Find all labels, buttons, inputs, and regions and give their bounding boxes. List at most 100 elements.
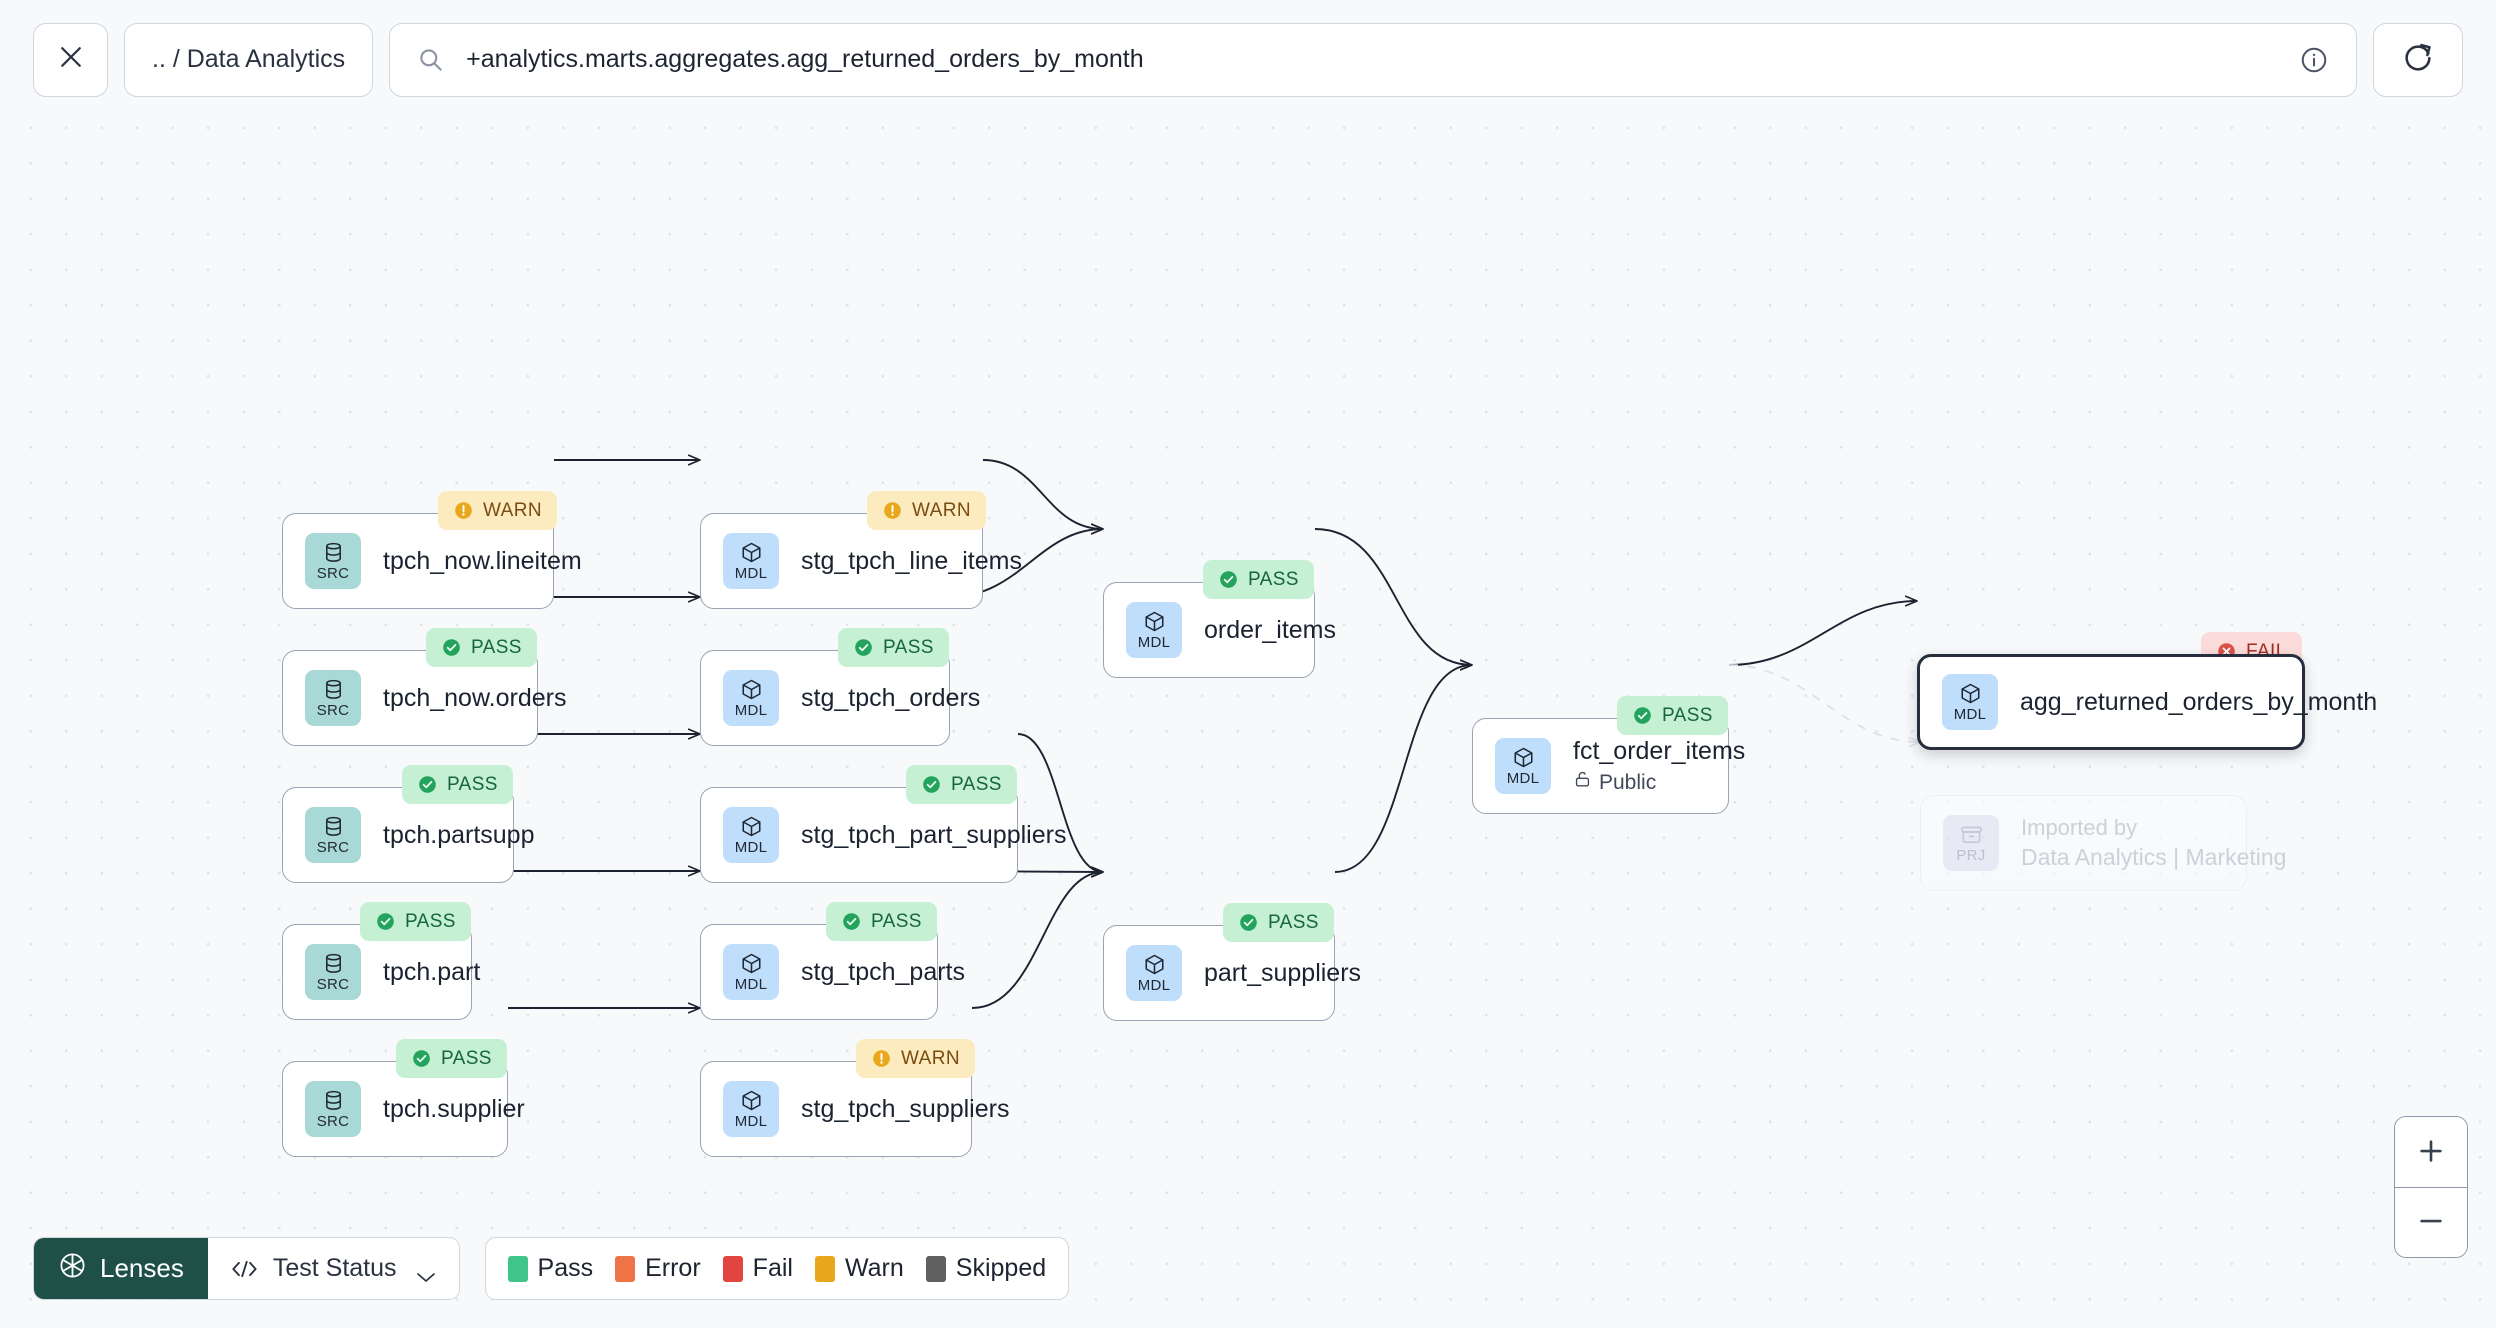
status-badge-stg_part_suppliers: PASS: [906, 765, 1017, 804]
graph-node-order_items[interactable]: MDL order_items: [1103, 582, 1336, 678]
node-type-label: MDL: [734, 839, 768, 856]
node-title: tpch_now.orders: [383, 683, 567, 712]
node-title: tpch.supplier: [383, 1094, 525, 1123]
node-title: stg_tpch_orders: [801, 683, 981, 712]
node-body: stg_tpch_part_suppliers: [801, 821, 1066, 850]
legend-item-skipped[interactable]: Skipped: [925, 1254, 1046, 1283]
plus-icon: [2416, 1136, 2446, 1169]
status-badge-label: PASS: [871, 910, 922, 932]
mdl-type-icon: MDL: [1495, 738, 1551, 794]
pass-icon: [853, 637, 874, 658]
status-badge-stg_parts: PASS: [826, 902, 937, 941]
node-title: tpch.partsupp: [383, 820, 535, 849]
node-type-label: MDL: [1137, 634, 1171, 651]
search-input[interactable]: +analytics.marts.aggregates.agg_returned…: [389, 22, 2357, 97]
legend-item-fail[interactable]: Fail: [722, 1254, 793, 1283]
mdl-type-icon: MDL: [723, 533, 779, 589]
refresh-button[interactable]: [2373, 22, 2463, 97]
legend-label: Fail: [752, 1254, 793, 1282]
mdl-type-icon: MDL: [723, 807, 779, 863]
node-type-label: PRJ: [1956, 847, 1986, 864]
zoom-in-button[interactable]: [2395, 1117, 2467, 1187]
node-title: stg_tpch_suppliers: [801, 1094, 1010, 1123]
pass-icon: [921, 774, 942, 795]
node-title: Imported by: [2021, 815, 2138, 840]
legend-label: Error: [645, 1254, 701, 1282]
legend-swatch: [507, 1255, 528, 1282]
test-status-dropdown[interactable]: Test Status: [207, 1238, 459, 1299]
status-legend: Pass Error Fail Warn Skipped: [484, 1237, 1070, 1300]
warn-icon: [871, 1048, 892, 1069]
node-type-label: MDL: [1506, 770, 1540, 787]
status-badge-src_orders: PASS: [426, 628, 537, 667]
node-title: part_suppliers: [1204, 958, 1362, 987]
node-body: stg_tpch_suppliers: [801, 1094, 1010, 1124]
legend-swatch: [814, 1255, 835, 1282]
prj-type-icon: PRJ: [1943, 815, 1999, 871]
node-type-label: SRC: [316, 839, 350, 856]
node-body: order_items: [1204, 616, 1336, 645]
pass-icon: [411, 1048, 432, 1069]
status-badge-src_supplier: PASS: [396, 1039, 507, 1078]
graph-node-src_orders[interactable]: SRC tpch_now.orders: [282, 650, 567, 746]
pass-icon: [1238, 912, 1259, 933]
close-button[interactable]: [33, 22, 108, 97]
src-type-icon: SRC: [305, 807, 361, 863]
status-badge-part_suppliers: PASS: [1223, 903, 1334, 942]
lenses-button[interactable]: Lenses: [34, 1238, 208, 1299]
warn-icon: [882, 500, 903, 521]
node-type-label: MDL: [734, 702, 768, 719]
refresh-icon: [2401, 40, 2435, 79]
status-badge-src_partsupp: PASS: [402, 765, 513, 804]
lineage-canvas[interactable]: SRC tpch_now.lineitem WARN SRC tpch_now.orde…: [0, 101, 2496, 1328]
status-badge-label: PASS: [1268, 911, 1319, 933]
bottom-toolbar: Lenses Test Status Pass Error Fail Warn Skip…: [33, 1237, 1070, 1300]
pass-icon: [1218, 569, 1239, 590]
close-icon: [56, 42, 86, 77]
unlock-icon: [1573, 770, 1592, 795]
graph-node-src_partsupp[interactable]: SRC tpch.partsupp: [282, 787, 535, 883]
legend-item-pass[interactable]: Pass: [507, 1254, 593, 1283]
status-badge-src_lineitem: WARN: [438, 491, 557, 530]
node-body: stg_tpch_line_items: [801, 546, 1022, 576]
node-body: tpch_now.lineitem: [383, 546, 582, 576]
graph-node-part_suppliers[interactable]: MDL part_suppliers: [1103, 925, 1362, 1021]
status-badge-label: PASS: [471, 636, 522, 658]
zoom-out-button[interactable]: [2395, 1187, 2467, 1257]
node-type-label: MDL: [1137, 977, 1171, 994]
zoom-controls: [2394, 1116, 2468, 1258]
node-type-label: SRC: [316, 702, 350, 719]
legend-item-error[interactable]: Error: [615, 1254, 701, 1283]
test-status-label: Test Status: [272, 1254, 397, 1282]
legend-item-warn[interactable]: Warn: [814, 1254, 904, 1283]
pass-icon: [841, 911, 862, 932]
node-title: tpch_now.lineitem: [383, 546, 582, 575]
breadcrumb-label: .. / Data Analytics: [152, 45, 346, 73]
mdl-type-icon: MDL: [723, 944, 779, 1000]
pass-icon: [375, 911, 396, 932]
src-type-icon: SRC: [305, 533, 361, 589]
node-visibility: Public: [1573, 770, 1702, 795]
mdl-type-icon: MDL: [1942, 674, 1998, 730]
node-visibility-label: Public: [1599, 770, 1657, 794]
code-brackets-icon: [230, 1258, 259, 1280]
node-title: stg_tpch_parts: [801, 957, 965, 986]
node-body: tpch_now.orders: [383, 683, 567, 713]
graph-node-stg_orders[interactable]: MDL stg_tpch_orders: [700, 650, 981, 746]
legend-label: Warn: [844, 1254, 904, 1282]
search-icon: [417, 46, 444, 73]
info-icon[interactable]: [2299, 45, 2329, 75]
node-title: stg_tpch_line_items: [801, 546, 1022, 575]
graph-node-stg_part_suppliers[interactable]: MDL stg_tpch_part_suppliers: [700, 787, 1066, 883]
pass-icon: [441, 637, 462, 658]
src-type-icon: SRC: [305, 944, 361, 1000]
breadcrumb[interactable]: .. / Data Analytics: [124, 22, 374, 97]
status-badge-label: WARN: [483, 499, 542, 521]
chevron-down-icon: [415, 1262, 437, 1282]
